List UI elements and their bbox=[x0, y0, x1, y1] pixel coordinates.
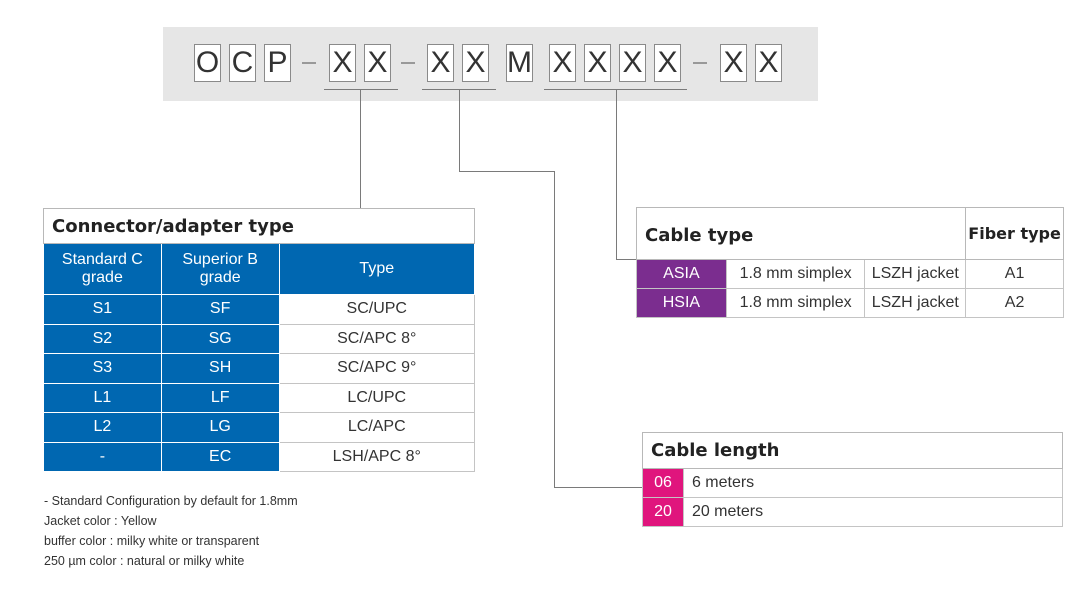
code-char-length: X bbox=[462, 44, 489, 82]
note-line: Jacket color : Yellow bbox=[44, 514, 157, 528]
fiber-type-header: Fiber type bbox=[965, 207, 1064, 260]
code-separator bbox=[302, 62, 316, 64]
table-row: L2 LG LC/APC bbox=[43, 412, 476, 443]
connector-type-cell: SC/APC 8° bbox=[278, 323, 476, 354]
cable-size-cell: 1.8 mm simplex bbox=[725, 288, 866, 318]
note-line: 250 µm color : natural or milky white bbox=[44, 554, 245, 568]
superior-grade-cell: LF bbox=[160, 382, 280, 413]
length-label-cell: 20 meters bbox=[682, 497, 1064, 527]
standard-grade-cell: S1 bbox=[43, 294, 162, 325]
connector-type-cell: SC/UPC bbox=[278, 294, 476, 325]
standard-grade-cell: - bbox=[43, 441, 162, 472]
code-char-length: X bbox=[427, 44, 454, 82]
table-row: 20 20 meters bbox=[642, 497, 1064, 527]
cable-leader-line bbox=[616, 259, 637, 260]
superior-grade-cell: LG bbox=[160, 412, 280, 443]
connector-type-cell: LC/APC bbox=[278, 412, 476, 443]
header-type: Type bbox=[278, 243, 476, 295]
cable-code-cell: HSIA bbox=[636, 288, 727, 318]
table-row: S2 SG SC/APC 8° bbox=[43, 323, 476, 354]
cable-code-cell: ASIA bbox=[636, 259, 727, 289]
code-char-suffix: X bbox=[755, 44, 782, 82]
cable-leader-line bbox=[616, 90, 617, 260]
table-row: - EC LSH/APC 8° bbox=[43, 441, 476, 472]
cable-type-table: Cable type Fiber type ASIA 1.8 mm simple… bbox=[635, 207, 1064, 318]
length-leader-line bbox=[459, 90, 460, 172]
connector-adapter-table: Connector/adapter type Standard C grade … bbox=[43, 208, 476, 472]
standard-grade-cell: S2 bbox=[43, 323, 162, 354]
fiber-type-cell: A1 bbox=[965, 259, 1064, 289]
superior-grade-cell: EC bbox=[160, 441, 280, 472]
code-char-cable: X bbox=[584, 44, 611, 82]
code-char-suffix: X bbox=[720, 44, 747, 82]
code-char-cable: X bbox=[654, 44, 681, 82]
code-separator bbox=[401, 62, 415, 64]
fiber-type-cell: A2 bbox=[965, 288, 1064, 318]
length-code-cell: 20 bbox=[642, 497, 684, 527]
connector-leader-line bbox=[360, 90, 361, 208]
cable-jacket-cell: LSZH jacket bbox=[864, 259, 967, 289]
cable-length-table: Cable length 06 6 meters 20 20 meters bbox=[642, 432, 1064, 527]
code-char-connector: X bbox=[329, 44, 356, 82]
cable-type-title: Cable type bbox=[635, 207, 967, 260]
note-line: buffer color : milky white or transparen… bbox=[44, 534, 260, 548]
header-standard-grade: Standard C grade bbox=[43, 243, 162, 295]
header-superior-grade: Superior B grade bbox=[160, 243, 280, 295]
cable-size-cell: 1.8 mm simplex bbox=[725, 259, 866, 289]
standard-grade-cell: S3 bbox=[43, 353, 162, 384]
standard-grade-cell: L2 bbox=[43, 412, 162, 443]
cable-jacket-cell: LSZH jacket bbox=[864, 288, 967, 318]
table-row: S1 SF SC/UPC bbox=[43, 294, 476, 325]
connector-code-underline bbox=[324, 89, 398, 90]
length-code-cell: 06 bbox=[642, 468, 684, 498]
code-char: P bbox=[264, 44, 291, 82]
superior-grade-cell: SF bbox=[160, 294, 280, 325]
length-leader-line bbox=[554, 171, 555, 488]
cable-code-underline bbox=[544, 89, 687, 90]
table-row: ASIA 1.8 mm simplex LSZH jacket A1 bbox=[636, 259, 1064, 289]
connector-table-title: Connector/adapter type bbox=[43, 208, 475, 244]
standard-grade-cell: L1 bbox=[43, 382, 162, 413]
code-separator bbox=[693, 62, 707, 64]
length-label-cell: 6 meters bbox=[682, 468, 1064, 498]
table-row: S3 SH SC/APC 9° bbox=[43, 353, 476, 384]
code-char-connector: X bbox=[364, 44, 391, 82]
connector-type-cell: SC/APC 9° bbox=[278, 353, 476, 384]
code-char: O bbox=[194, 44, 221, 82]
configuration-notes: - Standard Configuration by default for … bbox=[44, 491, 298, 571]
superior-grade-cell: SH bbox=[160, 353, 280, 384]
note-line: - Standard Configuration by default for … bbox=[44, 494, 298, 508]
code-char-cable: X bbox=[619, 44, 646, 82]
code-char-cable: X bbox=[549, 44, 576, 82]
connector-type-cell: LC/UPC bbox=[278, 382, 476, 413]
table-row: HSIA 1.8 mm simplex LSZH jacket A2 bbox=[636, 288, 1064, 318]
length-code-underline bbox=[422, 89, 496, 90]
superior-grade-cell: SG bbox=[160, 323, 280, 354]
table-row: 06 6 meters bbox=[642, 468, 1064, 498]
length-leader-line bbox=[554, 487, 643, 488]
code-char: C bbox=[229, 44, 256, 82]
code-char-unit: M bbox=[506, 44, 533, 82]
connector-type-cell: LSH/APC 8° bbox=[278, 441, 476, 472]
table-row: L1 LF LC/UPC bbox=[43, 382, 476, 413]
cable-length-title: Cable length bbox=[642, 432, 1063, 469]
length-leader-line bbox=[459, 171, 555, 172]
